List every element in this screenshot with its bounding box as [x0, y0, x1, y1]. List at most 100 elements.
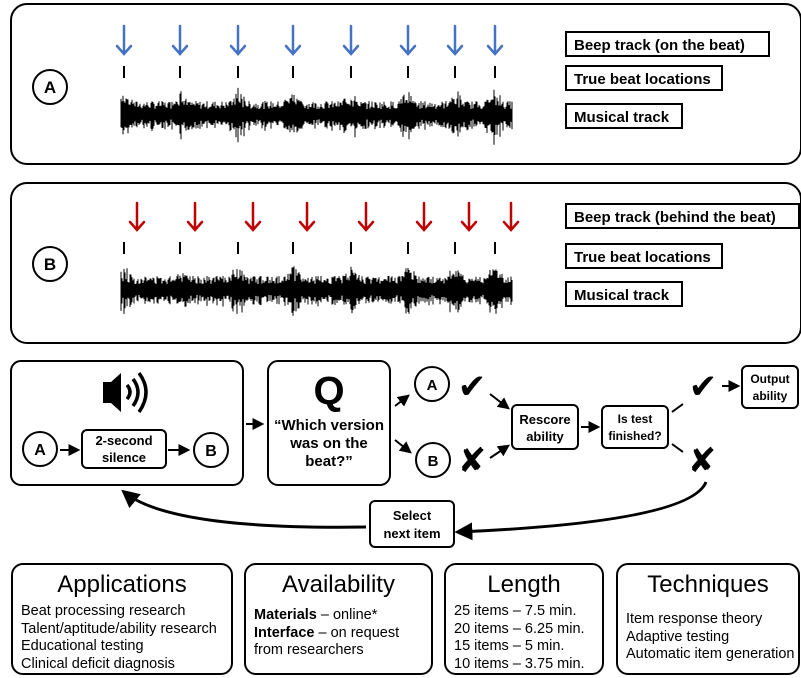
- interface-label: Interface: [254, 624, 315, 641]
- applications-title: Applications: [57, 571, 187, 598]
- beep-arrow-red: [186, 201, 204, 232]
- question-line2: was on the: [289, 435, 368, 452]
- select-line2: next item: [383, 526, 440, 541]
- rescore-line1: Rescore: [519, 412, 570, 427]
- beep-track-label-box-b: [565, 203, 800, 229]
- beep-arrow-blue: [399, 24, 417, 56]
- arrow-cross-to-select: [454, 481, 708, 541]
- panel-b-circle-label: B: [44, 255, 56, 274]
- check-icon-a: ✔: [458, 368, 487, 406]
- beep-arrow-red: [128, 201, 146, 232]
- musical-track-label-box-b: [565, 281, 683, 307]
- length-item: 15 items – 5 min.: [454, 638, 565, 654]
- materials-label: Materials: [254, 607, 317, 623]
- arrow-check-to-rescore: [489, 393, 510, 410]
- musical-track-label-a: Musical track: [574, 109, 670, 126]
- arrow-to-answer-b: [394, 439, 412, 454]
- beep-arrow-blue: [486, 24, 504, 56]
- arrow-to-answer-a: [394, 394, 410, 407]
- output-line2: ability: [753, 389, 788, 403]
- beep-arrow-red: [357, 201, 375, 232]
- silence-line1: 2-second: [95, 433, 152, 448]
- finished-box: [601, 405, 669, 449]
- silence-line2: silence: [102, 450, 146, 465]
- techniques-panel: Techniques Item response theory Adaptive…: [616, 563, 800, 675]
- question-box: [267, 360, 391, 486]
- musical-waveform-b: [120, 266, 513, 316]
- techniques-item: Adaptive testing: [626, 628, 730, 645]
- finished-line1: Is test: [618, 412, 653, 426]
- output-line1: Output: [750, 372, 789, 386]
- beep-arrow-red: [415, 201, 433, 232]
- panel-a-circle-label: A: [44, 78, 56, 97]
- techniques-item: Item response theory: [626, 611, 763, 627]
- answer-circle-b: [415, 442, 451, 478]
- beep-arrow-red: [502, 201, 520, 232]
- true-beat-ticks-b: [123, 242, 496, 254]
- panel-a: A Beep track (on the beat) True beat loc…: [10, 3, 801, 165]
- answer-a-label: A: [427, 377, 438, 394]
- answer-circle-a: [414, 366, 450, 402]
- beep-arrow-red: [244, 201, 262, 232]
- beep-arrow-red: [298, 201, 316, 232]
- arrow-select-to-stimulus: [121, 489, 367, 529]
- speaker-icon: [103, 371, 148, 414]
- stimulus-circle-b-label: B: [205, 443, 217, 460]
- cross-icon-b: ✘: [458, 442, 487, 480]
- beep-arrow-blue: [446, 24, 464, 56]
- select-line1: Select: [393, 508, 432, 523]
- true-beat-label-box-a: [565, 65, 723, 91]
- beep-track-label-b: Beep track (behind the beat): [574, 209, 776, 226]
- question-q: Q: [313, 369, 344, 413]
- interface-text: – on request: [314, 624, 400, 641]
- output-box: [741, 365, 799, 409]
- check-icon-finished: ✔: [689, 368, 718, 406]
- rescore-line2: ability: [526, 429, 564, 444]
- materials-text: – online*: [316, 607, 378, 623]
- applications-panel: Applications Beat processing research Ta…: [11, 563, 233, 675]
- stimulus-circle-b: [193, 432, 229, 468]
- length-title: Length: [487, 571, 561, 598]
- arrow-cross-to-rescore: [489, 444, 510, 459]
- applications-item: Clinical deficit diagnosis: [21, 655, 175, 672]
- rescore-box: [511, 404, 579, 450]
- beep-arrow-blue: [284, 24, 302, 56]
- techniques-item: Automatic item generation: [626, 646, 795, 662]
- connector-finished-to-check: [671, 403, 684, 413]
- beep-arrow-blue: [171, 24, 189, 56]
- beep-track-label-box-a: [565, 31, 770, 57]
- length-item: 20 items – 6.25 min.: [454, 620, 585, 637]
- question-line1: “Which version: [274, 417, 384, 434]
- true-beat-ticks-a: [123, 66, 496, 78]
- select-next-item-box: [369, 500, 455, 548]
- true-beat-label-box-b: [565, 243, 723, 269]
- connector-finished-to-cross: [671, 443, 684, 453]
- applications-item: Educational testing: [21, 638, 144, 654]
- true-beat-label-b: True beat locations: [574, 249, 711, 266]
- applications-item: Beat processing research: [21, 603, 186, 619]
- musical-track-label-b: Musical track: [574, 287, 670, 304]
- cross-icon-finished: ✘: [688, 442, 717, 480]
- beep-arrow-blue: [342, 24, 360, 56]
- beep-arrow-blue: [115, 24, 133, 56]
- availability-panel: Availability Materials – online* Interfa…: [244, 563, 433, 675]
- stimulus-circle-a-label: A: [34, 442, 46, 459]
- techniques-title: Techniques: [647, 571, 769, 598]
- musical-waveform-a: [120, 87, 513, 145]
- panel-b: B Beep track (behind the beat) True beat…: [10, 182, 801, 344]
- answer-b-label: B: [428, 453, 439, 470]
- beep-arrow-red: [460, 201, 478, 232]
- beep-track-label-a: Beep track (on the beat): [574, 37, 745, 54]
- applications-item: Talent/aptitude/ability research: [21, 620, 217, 637]
- beep-arrows-on-beat: [115, 24, 504, 56]
- question-line3: beat?”: [305, 453, 353, 470]
- test-flow: A 2-second silence B Q “Which version wa…: [10, 360, 799, 548]
- panel-a-circle: [32, 69, 68, 105]
- panel-b-circle: [32, 246, 68, 282]
- length-item: 25 items – 7.5 min.: [454, 603, 577, 619]
- length-item: 10 items – 3.75 min.: [454, 655, 585, 672]
- interface-text-continued: from researchers: [254, 642, 364, 658]
- stimulus-circle-a: [22, 431, 58, 467]
- availability-title: Availability: [282, 571, 395, 598]
- beep-arrows-behind-beat: [128, 201, 520, 232]
